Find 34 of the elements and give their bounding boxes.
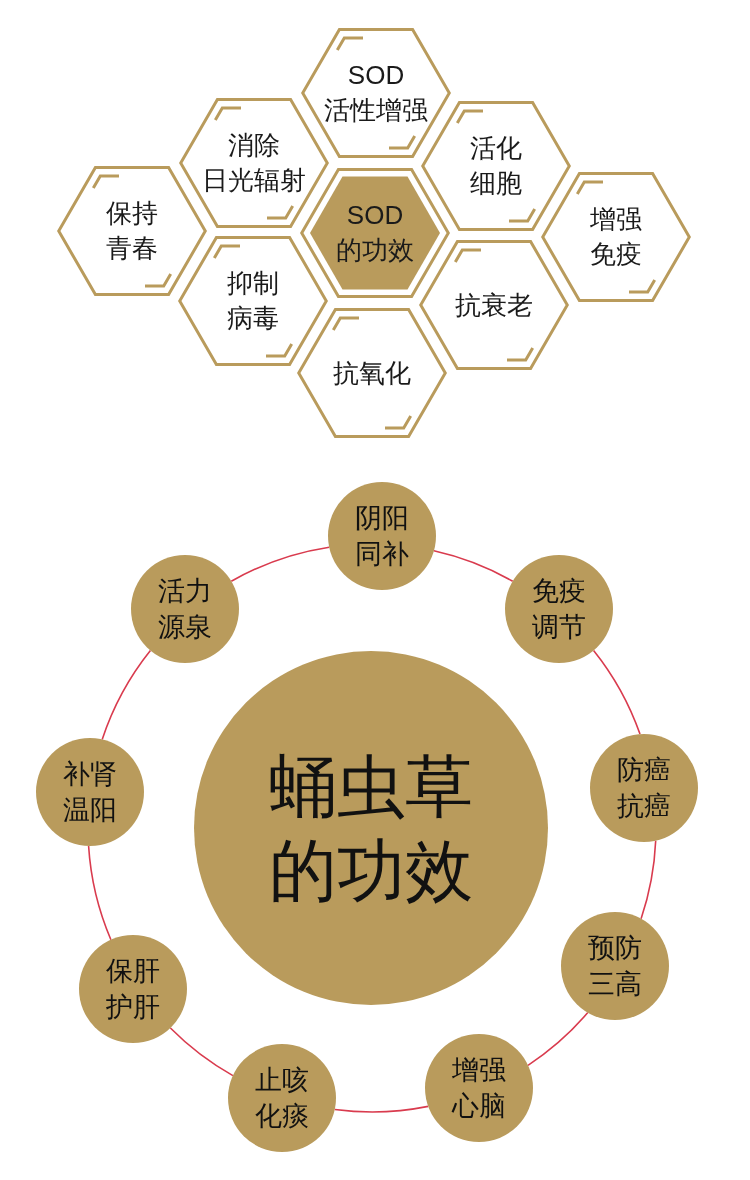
circle-label: 防癌抗癌 xyxy=(617,754,671,823)
hexagon-label: SOD的功效 xyxy=(336,199,414,267)
hexagon xyxy=(419,240,569,370)
ring-arc xyxy=(101,649,152,741)
ring-arc xyxy=(527,1011,589,1067)
center-title: 蛹虫草的功效 xyxy=(269,747,473,910)
hexagon xyxy=(301,28,451,158)
ring-arc xyxy=(230,546,330,583)
circle-label: 止咳化痰 xyxy=(255,1064,309,1133)
circle-label: 活力源泉 xyxy=(158,575,212,644)
circle-label: 增强心脑 xyxy=(452,1054,506,1123)
circle-label: 阴阳同补 xyxy=(355,502,409,571)
ring-arc xyxy=(433,550,514,583)
hexagon xyxy=(297,308,447,438)
hexagon-label: 保持青春 xyxy=(106,197,158,265)
hexagon xyxy=(178,236,328,366)
circle-label: 补肾温阳 xyxy=(63,758,117,827)
hexagon-label: 抑制病毒 xyxy=(227,267,279,335)
hexagon xyxy=(57,166,207,296)
hexagon-label: 活化细胞 xyxy=(470,132,522,200)
hexagon-label: 消除日光辐射 xyxy=(202,129,306,197)
circle-label: 免疫调节 xyxy=(532,575,586,644)
ring-arc xyxy=(592,649,641,735)
ring-arc xyxy=(640,839,657,920)
hexagon-label: SOD活性增强 xyxy=(324,59,428,127)
ring-arc xyxy=(87,845,112,941)
hexagon xyxy=(541,172,691,302)
ring-arc xyxy=(169,1027,234,1077)
hexagon-label: 抗衰老 xyxy=(455,288,533,322)
circle-label: 预防三高 xyxy=(588,932,642,1001)
hexagon-label: 增强免疫 xyxy=(590,203,642,271)
hexagon-label: 抗氧化 xyxy=(333,356,411,390)
circle-label: 保肝护肝 xyxy=(106,955,160,1024)
ring-arc xyxy=(334,1105,429,1113)
